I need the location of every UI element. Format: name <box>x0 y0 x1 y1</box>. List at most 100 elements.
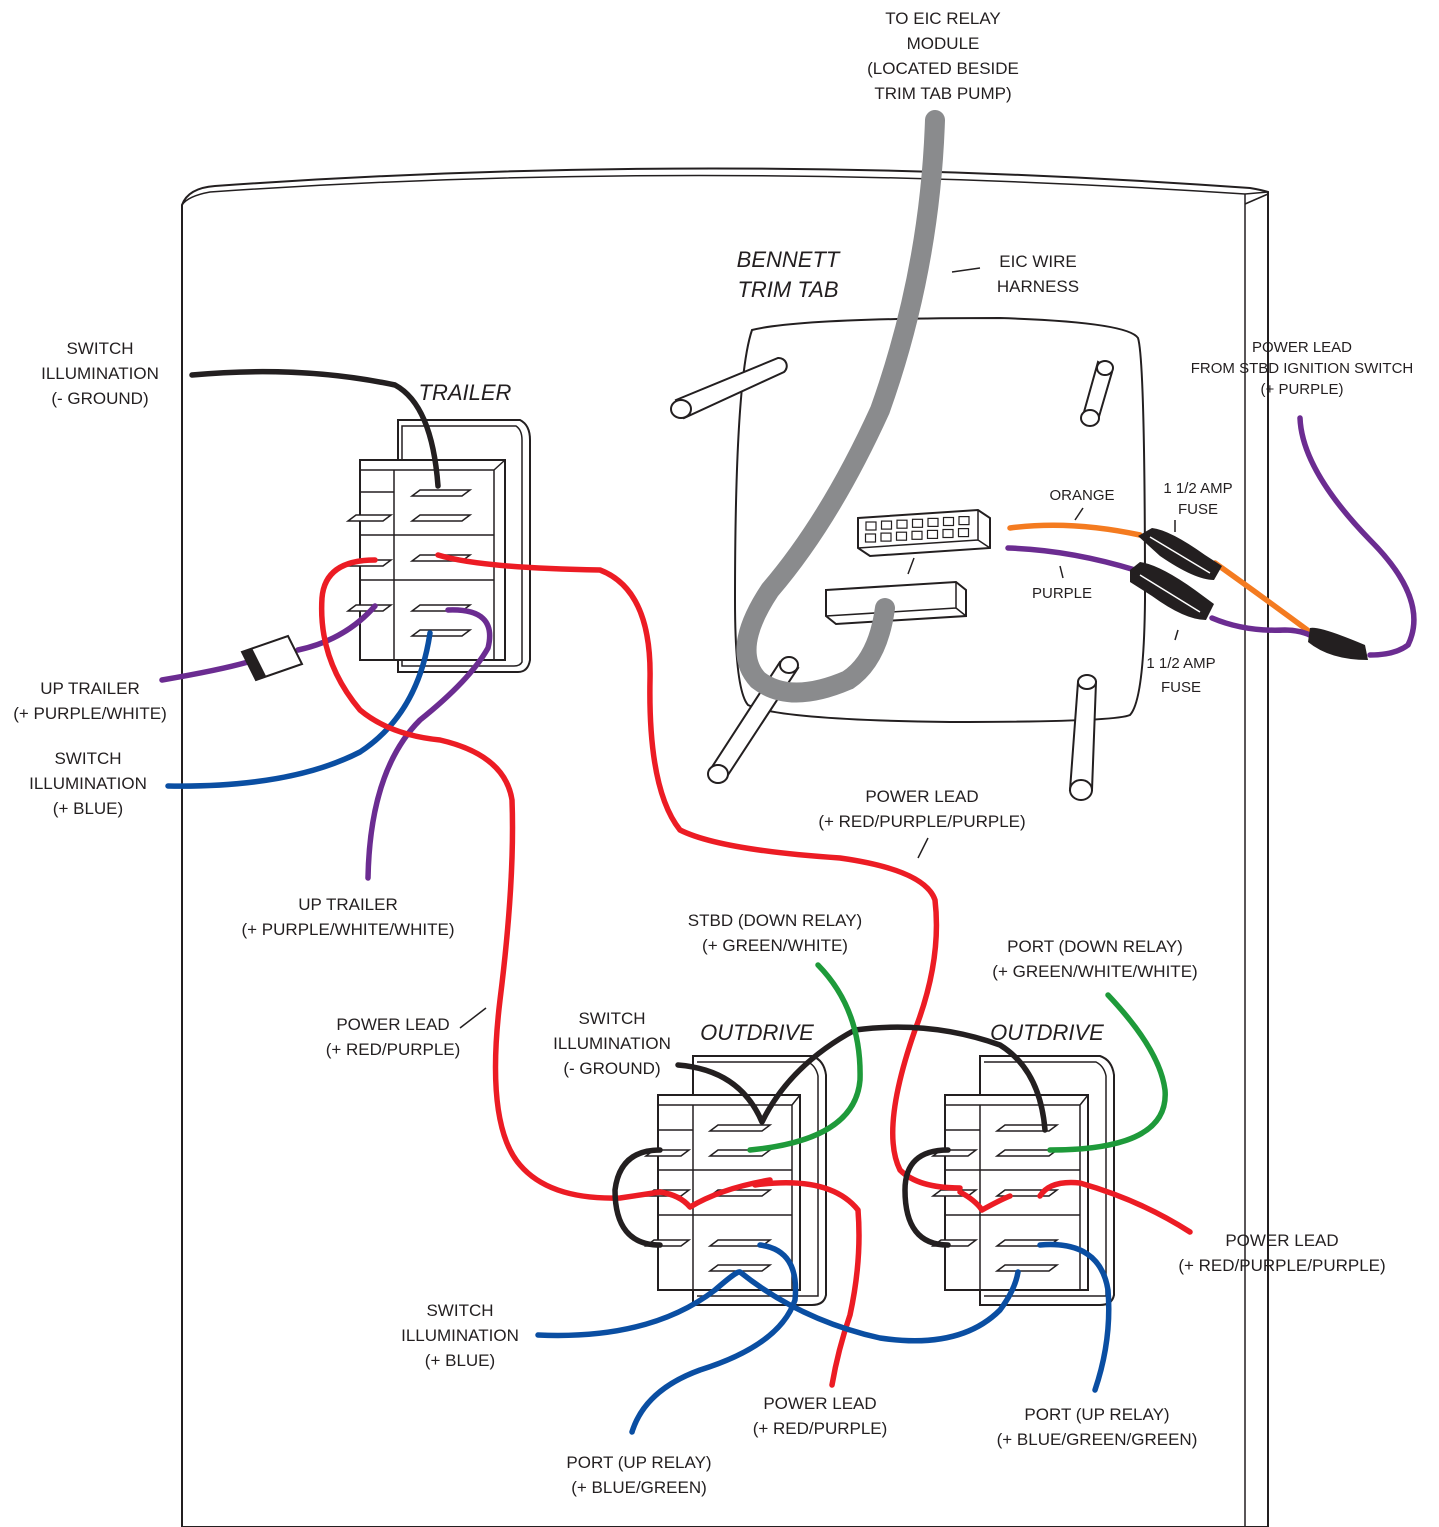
wire-illum-blue-left <box>165 630 433 789</box>
eic-relay-line: TO EIC RELAY <box>885 9 1001 28</box>
connector-pin <box>896 519 908 529</box>
connector-pin <box>880 520 893 530</box>
power-rp-bottom-line: POWER LEAD <box>763 1394 876 1413</box>
switch-terminal <box>994 1149 1060 1157</box>
port-down-line: PORT (DOWN RELAY) <box>1007 937 1183 956</box>
up-trailer-line: UP TRAILER <box>40 679 140 698</box>
stbd-down-line: (+ GREEN/WHITE) <box>702 936 848 955</box>
port-up-left-line: (+ BLUE/GREEN) <box>571 1478 707 1497</box>
illum-blue-bottom-line: SWITCH <box>426 1301 493 1320</box>
eic-relay-line: TRIM TAB PUMP) <box>874 84 1011 103</box>
power-rpp-mid-line: (+ RED/PURPLE/PURPLE) <box>818 812 1025 831</box>
illum-ground-top-line: SWITCH <box>66 339 133 358</box>
trim-tab-line: TRIM TAB <box>737 277 838 302</box>
wire-power-right <box>1037 1179 1193 1235</box>
port-up-left-label: PORT (UP RELAY) (+ BLUE/GREEN) <box>566 1453 711 1497</box>
port-down-line: (+ GREEN/WHITE/WHITE) <box>992 962 1197 981</box>
eic-harness-line: HARNESS <box>997 277 1079 296</box>
illum-ground-mid-line: (- GROUND) <box>563 1059 660 1078</box>
leader-lines <box>459 267 1179 1029</box>
switch-terminal <box>409 489 473 497</box>
connector-pin <box>880 532 892 542</box>
port-down-label: PORT (DOWN RELAY) (+ GREEN/WHITE/WHITE) <box>992 937 1197 981</box>
switch-terminal <box>707 1124 773 1132</box>
power-stbd-line: (+ PURPLE) <box>1261 381 1344 398</box>
connector-pin <box>911 518 924 528</box>
stbd-down-label: STBD (DOWN RELAY) (+ GREEN/WHITE) <box>688 911 862 955</box>
eic-harness-label: EIC WIRE HARNESS <box>997 252 1079 296</box>
connector-pin <box>926 529 939 540</box>
fuse-top <box>1138 528 1222 580</box>
wire-ground-trailer <box>189 368 441 489</box>
port-up-left-line: PORT (UP RELAY) <box>566 1453 711 1472</box>
power-rpp-mid-line: POWER LEAD <box>865 787 978 806</box>
eic-relay-line: (LOCATED BESIDE <box>867 59 1019 78</box>
wire-port-up-right <box>1037 1241 1112 1393</box>
port-up-right-line: PORT (UP RELAY) <box>1024 1405 1169 1424</box>
illum-blue-bottom-line: (+ BLUE) <box>425 1351 495 1370</box>
connector-pin <box>864 533 877 543</box>
stbd-down-line: STBD (DOWN RELAY) <box>688 911 862 930</box>
mount-pin <box>670 356 788 420</box>
illum-blue-bottom-label: SWITCH ILLUMINATION (+ BLUE) <box>401 1301 519 1370</box>
switch-terminal <box>994 1124 1060 1132</box>
eic-wire-harness <box>736 110 945 703</box>
mount-pin <box>1080 360 1114 427</box>
illum-blue-bottom-line: ILLUMINATION <box>401 1326 519 1345</box>
eic-relay-label: TO EIC RELAY MODULE (LOCATED BESIDE TRIM TA… <box>867 9 1019 103</box>
up-trailer-2-line: (+ PURPLE/WHITE/WHITE) <box>242 920 455 939</box>
connector-pin <box>958 515 970 526</box>
port-up-right-line: (+ BLUE/GREEN/GREEN) <box>997 1430 1198 1449</box>
illum-blue-left-line: (+ BLUE) <box>53 799 123 818</box>
wire-port-up-left <box>629 1242 799 1435</box>
connector-pin <box>957 527 970 538</box>
up-trailer-line: (+ PURPLE/WHITE) <box>13 704 167 723</box>
outdrive-left-line: OUTDRIVE <box>700 1020 814 1045</box>
purple-line: PURPLE <box>1032 585 1092 602</box>
outdrive-right-label: OUTDRIVE <box>990 1020 1104 1045</box>
labels: TO EIC RELAY MODULE (LOCATED BESIDE TRIM TA… <box>13 9 1413 1497</box>
up-trailer-label: UP TRAILER (+ PURPLE/WHITE) <box>13 679 167 723</box>
wire-power-ignition <box>1297 415 1417 658</box>
trim-tab-label: BENNETT TRIM TAB <box>737 247 841 302</box>
wire-purple <box>1005 545 1315 639</box>
outdrive-right-line: OUTDRIVE <box>990 1020 1104 1045</box>
outdrive-switch-right <box>930 1055 1115 1306</box>
wires <box>159 368 1417 1435</box>
purple-label: PURPLE <box>1032 585 1092 602</box>
up-trailer-2-label: UP TRAILER (+ PURPLE/WHITE/WHITE) <box>242 895 455 939</box>
trailer-switch-line: TRAILER <box>419 380 512 405</box>
eic-relay-line: MODULE <box>907 34 980 53</box>
inline-connector-ignition <box>1308 627 1368 660</box>
connector-pin <box>927 517 939 528</box>
trim-tab-line: BENNETT <box>737 247 841 272</box>
mount-pin <box>1068 674 1098 801</box>
up-trailer-2-line: UP TRAILER <box>298 895 398 914</box>
wire-up-trailer-2 <box>365 607 493 881</box>
connector-pin <box>911 530 923 540</box>
fuse-bottom-line: FUSE <box>1161 679 1201 696</box>
illum-blue-left-line: ILLUMINATION <box>29 774 147 793</box>
power-rp-left-label: POWER LEAD(+ RED/PURPLE) <box>326 1015 461 1059</box>
power-rp-left-line: POWER LEAD <box>336 1015 449 1034</box>
illum-ground-mid-line: ILLUMINATION <box>553 1034 671 1053</box>
connector-pin <box>895 531 908 541</box>
eic-harness-line: EIC WIRE <box>999 252 1076 271</box>
port-up-right-label: PORT (UP RELAY) (+ BLUE/GREEN/GREEN) <box>997 1405 1198 1449</box>
orange-label: ORANGE <box>1049 487 1114 504</box>
power-rpp-mid-label: POWER LEAD (+ RED/PURPLE/PURPLE) <box>818 787 1025 831</box>
outdrive-left-label: OUTDRIVE <box>700 1020 814 1045</box>
power-rpp-right-label: POWER LEAD(+ RED/PURPLE/PURPLE) <box>1178 1231 1385 1275</box>
switch-terminal <box>707 1264 773 1272</box>
wire-power-red-purple <box>318 557 663 1201</box>
switch-terminal <box>409 514 473 522</box>
fuse-bottom-line: 1 1/2 AMP <box>1146 655 1215 672</box>
orange-line: ORANGE <box>1049 487 1114 504</box>
power-rpp-right-line: POWER LEAD <box>1225 1231 1338 1250</box>
inline-connector-trailer <box>240 634 304 682</box>
harness-connector-plug <box>825 580 967 626</box>
wire-power-bottom <box>752 1180 862 1388</box>
